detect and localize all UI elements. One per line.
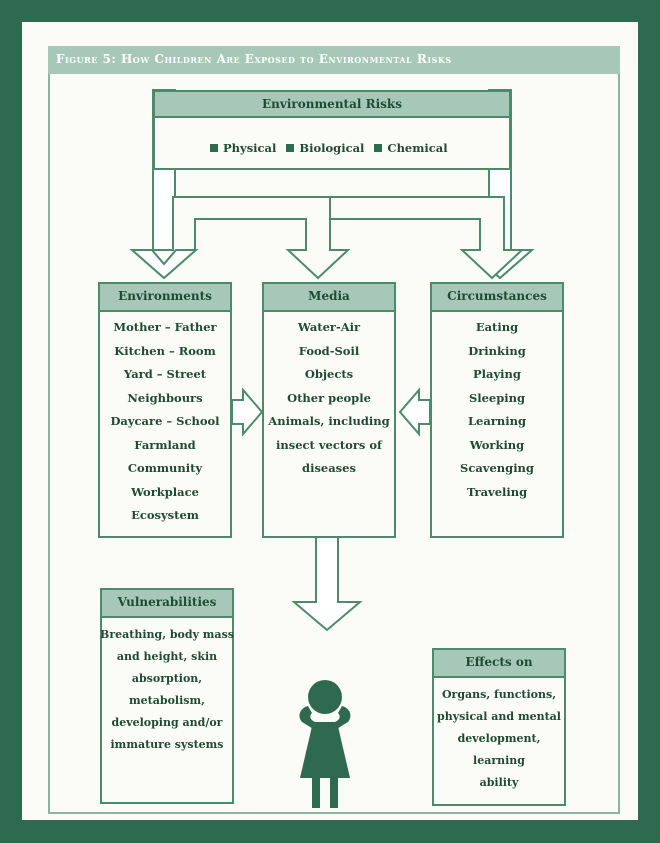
- list-item: Other people: [287, 390, 371, 405]
- legend-swatch: [374, 144, 383, 152]
- effects-title: Effects on: [465, 655, 533, 669]
- figure-title-bar: Figure 5: How Children Are Exposed to En…: [48, 46, 620, 74]
- arrow-circumstances-to-media: [398, 387, 431, 437]
- effects-header: Effects on: [432, 648, 566, 678]
- circumstances-list: Eating Drinking Playing Sleeping Learnin…: [430, 316, 564, 504]
- list-item: Kitchen – Room: [114, 343, 216, 358]
- environments-list: Mother – Father Kitchen – Room Yard – St…: [98, 316, 232, 528]
- legend-label: Physical: [223, 141, 277, 155]
- arrow-media-to-child: [291, 536, 363, 632]
- text-line: development, learning: [457, 732, 541, 767]
- text-line: developing and/or: [111, 716, 223, 729]
- legend-item-chemical: Chemical: [374, 141, 448, 155]
- arrow-risks-to-circumstances-inner: [329, 196, 525, 280]
- list-item: Mother – Father: [113, 320, 217, 334]
- vulnerabilities-text: Breathing, body mass and height, skin ab…: [100, 624, 234, 756]
- legend-swatch: [210, 144, 218, 152]
- text-line: Breathing, body mass: [100, 628, 234, 641]
- media-box: [262, 282, 396, 538]
- effects-text: Organs, functions, physical and mental d…: [432, 684, 566, 794]
- list-item: Eating: [475, 320, 519, 334]
- figure-title: Figure 5: How Children Are Exposed to En…: [56, 52, 452, 66]
- circumstances-header: Circumstances: [430, 282, 564, 312]
- media-list: Water-Air Food-Soil Objects Other people…: [262, 316, 396, 481]
- risk-legend: Physical Biological Chemical: [210, 141, 470, 155]
- list-item: Neighbours: [127, 390, 203, 405]
- list-item: Drinking: [468, 343, 526, 358]
- environments-title: Environments: [118, 289, 212, 303]
- list-item: Daycare – School: [110, 414, 220, 428]
- legend-label: Chemical: [387, 141, 448, 155]
- circumstances-title: Circumstances: [447, 289, 547, 303]
- environments-box: [98, 282, 232, 538]
- list-item: Objects: [304, 367, 354, 381]
- text-line: and height, skin: [116, 650, 218, 663]
- legend-item-biological: Biological: [286, 141, 364, 155]
- text-line: immature systems: [110, 738, 224, 751]
- list-item: Sleeping: [468, 390, 526, 405]
- list-item: Ecosystem: [131, 508, 199, 522]
- list-item: Animals, including: [268, 414, 390, 428]
- list-item: Learning: [467, 414, 527, 428]
- arrow-risks-to-media: [149, 196, 351, 280]
- legend-swatch: [286, 144, 295, 152]
- list-item: Yard – Street: [123, 367, 207, 381]
- list-item: Traveling: [466, 484, 528, 499]
- list-item: diseases: [302, 461, 356, 475]
- media-header: Media: [262, 282, 396, 312]
- list-item: Scavenging: [460, 461, 534, 475]
- vulnerabilities-header: Vulnerabilities: [100, 588, 234, 618]
- vulnerabilities-box: [100, 588, 234, 804]
- list-item: Water-Air: [297, 320, 361, 334]
- risks-title: Environmental Risks: [262, 97, 402, 111]
- environments-header: Environments: [98, 282, 232, 312]
- list-item: Playing: [473, 367, 521, 381]
- text-line: Organs, functions,: [441, 688, 557, 701]
- arrow-environments-to-media: [231, 387, 264, 437]
- media-title: Media: [308, 289, 350, 303]
- text-line: physical and mental: [437, 710, 561, 723]
- child-figure-icon: [299, 680, 351, 808]
- vulnerabilities-title: Vulnerabilities: [117, 595, 217, 609]
- list-item: Working: [469, 437, 525, 452]
- text-line: ability: [479, 776, 519, 789]
- list-item: Food-Soil: [298, 343, 360, 358]
- legend-label: Biological: [299, 141, 365, 155]
- list-item: Farmland: [134, 437, 196, 452]
- legend-item-physical: Physical: [210, 141, 276, 155]
- text-line: absorption,: [131, 672, 203, 685]
- list-item: Community: [127, 461, 203, 475]
- list-item: insect vectors of: [276, 437, 382, 452]
- risks-header: Environmental Risks: [153, 90, 511, 118]
- text-line: metabolism,: [129, 694, 205, 707]
- list-item: Workplace: [131, 484, 199, 499]
